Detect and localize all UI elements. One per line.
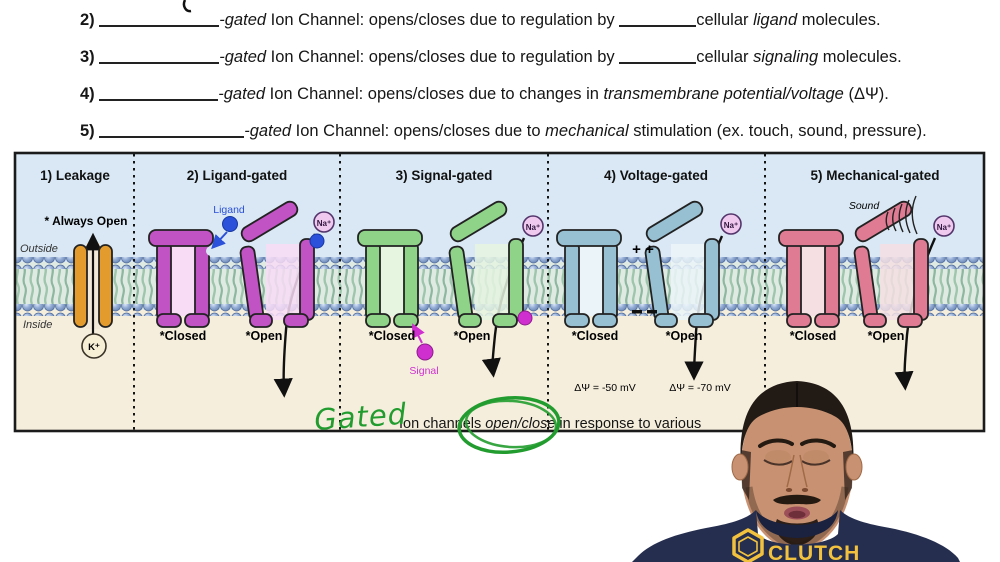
open-label: *Open xyxy=(454,329,491,343)
na-ion-badge: Na⁺ xyxy=(720,213,742,235)
closed-label: *Closed xyxy=(369,329,416,343)
panel-leakage: * Always Open Outside Inside K⁺ xyxy=(20,214,128,359)
fill-blank xyxy=(99,99,219,101)
caption-text: Ion channels open/close in response to v… xyxy=(399,416,701,432)
svg-text:Na⁺: Na⁺ xyxy=(526,223,540,232)
nose xyxy=(786,454,808,488)
line-number: 4) xyxy=(80,85,95,103)
eyebrow xyxy=(758,438,794,448)
head xyxy=(741,384,853,550)
svg-text:Na⁺: Na⁺ xyxy=(937,223,951,232)
na-ion-badge: Na⁺ xyxy=(522,215,544,237)
collar xyxy=(756,510,838,538)
channel-closed xyxy=(778,229,844,328)
nostril xyxy=(785,488,793,492)
ligand-molecule xyxy=(222,216,238,232)
clutch-logo: CLUTCH xyxy=(732,528,860,562)
panel-title-ligand: 2) Ligand-gated xyxy=(187,168,288,183)
mouth-inner xyxy=(788,510,806,519)
ligand-label: Ligand xyxy=(213,204,245,216)
membrane-potential-closed: ΔΨ = -50 mV xyxy=(574,382,636,394)
ligand-binding-notch xyxy=(206,246,216,256)
hexagon-icon xyxy=(732,528,764,562)
worksheet-line-2: 2) -gated Ion Channel: opens/closes due … xyxy=(80,11,881,29)
signal-label: Signal xyxy=(409,365,438,377)
hexagon-icon-inner xyxy=(738,536,758,557)
panel-title-voltage: 4) Voltage-gated xyxy=(604,168,708,183)
line-number: 5) xyxy=(80,122,95,140)
worksheet-line-5: 5) -gated Ion Channel: opens/closes due … xyxy=(80,122,927,140)
always-open-note: * Always Open xyxy=(45,214,128,228)
shirt-logo-text: CLUTCH xyxy=(768,542,860,562)
channel-closed xyxy=(148,229,214,328)
panel-ligand-gated: Ligand Na⁺ *Closed *Open xyxy=(148,198,335,398)
line-number: 2) xyxy=(80,11,95,29)
outside-label: Outside xyxy=(20,243,58,255)
channel-closed xyxy=(556,229,622,328)
panel-signal-gated: Signal Na⁺ *Closed *Open xyxy=(357,198,544,378)
svg-text:Na⁺: Na⁺ xyxy=(317,219,331,228)
fill-blank xyxy=(99,136,245,138)
signal-molecule xyxy=(416,343,434,361)
figure-border xyxy=(13,151,986,433)
handwriting-fragment xyxy=(182,0,192,13)
svg-text:Na⁺: Na⁺ xyxy=(724,221,738,230)
negative-charges xyxy=(632,310,657,314)
channel-closed xyxy=(357,229,423,328)
bound-ligand xyxy=(309,233,325,249)
leakage-channel xyxy=(98,244,113,328)
svg-text:K⁺: K⁺ xyxy=(88,342,100,353)
panel-title-signal: 3) Signal-gated xyxy=(396,168,493,183)
leakage-channel xyxy=(73,244,88,328)
closed-eye xyxy=(801,459,831,466)
sound-wave-icon xyxy=(885,195,918,235)
worksheet-line-3: 3) -gated Ion Channel: opens/closes due … xyxy=(80,48,902,66)
nostril xyxy=(801,488,809,492)
inside-label: Inside xyxy=(23,319,52,331)
fill-blank xyxy=(99,25,220,27)
closed-label: *Closed xyxy=(790,329,837,343)
panel-voltage-gated: + + Na⁺ *Closed *Open ΔΨ = -50 mV ΔΨ = -… xyxy=(556,198,742,394)
closed-label: *Closed xyxy=(572,329,619,343)
green-circle-annotation xyxy=(457,396,561,454)
na-ion-badge: Na⁺ xyxy=(313,211,335,233)
panel-mechanical-gated: Sound Na⁺ *Closed *Open xyxy=(778,195,955,391)
worksheet-line-4: 4) -gated Ion Channel: opens/closes due … xyxy=(80,85,889,103)
k-ion-badge: K⁺ xyxy=(81,333,107,359)
mustache xyxy=(773,494,821,505)
closed-label: *Closed xyxy=(160,329,207,343)
positive-charges: + + xyxy=(632,241,654,258)
handwritten-gated: Gated xyxy=(313,397,408,437)
eyelid xyxy=(803,450,829,464)
open-label: *Open xyxy=(666,329,703,343)
instructor: CLUTCH xyxy=(632,381,960,562)
line-number: 3) xyxy=(80,48,95,66)
open-label: *Open xyxy=(868,329,905,343)
na-ion-badge: Na⁺ xyxy=(933,215,955,237)
fill-blank xyxy=(99,62,220,64)
eyelid xyxy=(765,450,791,464)
green-circle-annotation xyxy=(464,399,558,449)
ligand-arrow xyxy=(211,231,228,250)
membrane-potential-open: ΔΨ = -70 mV xyxy=(669,382,731,394)
fill-blank xyxy=(619,25,697,27)
panel-title-leakage: 1) Leakage xyxy=(40,168,110,183)
caption-open-close: open/close xyxy=(485,416,555,432)
ear xyxy=(731,453,749,481)
closed-eye xyxy=(763,459,793,466)
open-label: *Open xyxy=(246,329,283,343)
tshirt xyxy=(632,510,960,562)
sound-label: Sound xyxy=(849,200,881,212)
fill-blank xyxy=(619,62,697,64)
signal-arrow xyxy=(412,323,425,344)
hair xyxy=(740,381,854,468)
instructor-annotations: Gated xyxy=(313,396,561,454)
ion-channel-figure: 1) Leakage 2) Ligand-gated 3) Signal-gat… xyxy=(13,151,986,433)
panel-title-mechanical: 5) Mechanical-gated xyxy=(810,168,939,183)
ear xyxy=(845,453,863,481)
bound-signal xyxy=(517,310,533,326)
eyebrow xyxy=(800,438,836,448)
